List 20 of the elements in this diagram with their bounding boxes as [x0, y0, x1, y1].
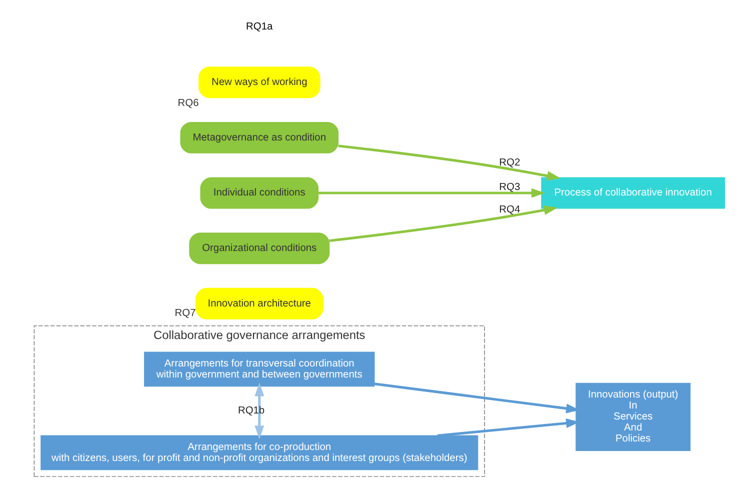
node-label: RQ6 [178, 98, 199, 109]
node-box: Metagovernance as condition [180, 122, 339, 154]
node-label: RQ7 [174, 308, 196, 320]
node-box: Process of collaborative innovation [541, 177, 726, 209]
node-box: Innovations (output) In Services And Policies [576, 382, 691, 451]
node-box: Arrangements for co-production with citizens, users, for profit and non-profit organizations and interest groups (stakeholders) [40, 435, 478, 470]
node-box: New ways of working [198, 66, 320, 98]
node-box: Arrangements for transversal coordination within government and between governments [144, 352, 375, 387]
edge-label: RQ1b [238, 406, 265, 417]
node-box: Innovation architecture [196, 288, 324, 320]
node-box: Individual conditions [200, 177, 319, 209]
edge-label: RQ4 [499, 204, 520, 216]
label: RQ1a [246, 22, 273, 33]
edge-label: RQ2 [499, 157, 520, 168]
arrow [338, 144, 561, 181]
arrow [329, 205, 558, 242]
edge-label: RQ3 [499, 182, 520, 194]
node-box: Organizational conditions [189, 232, 330, 264]
arrow [318, 188, 546, 198]
arrow [254, 382, 264, 440]
